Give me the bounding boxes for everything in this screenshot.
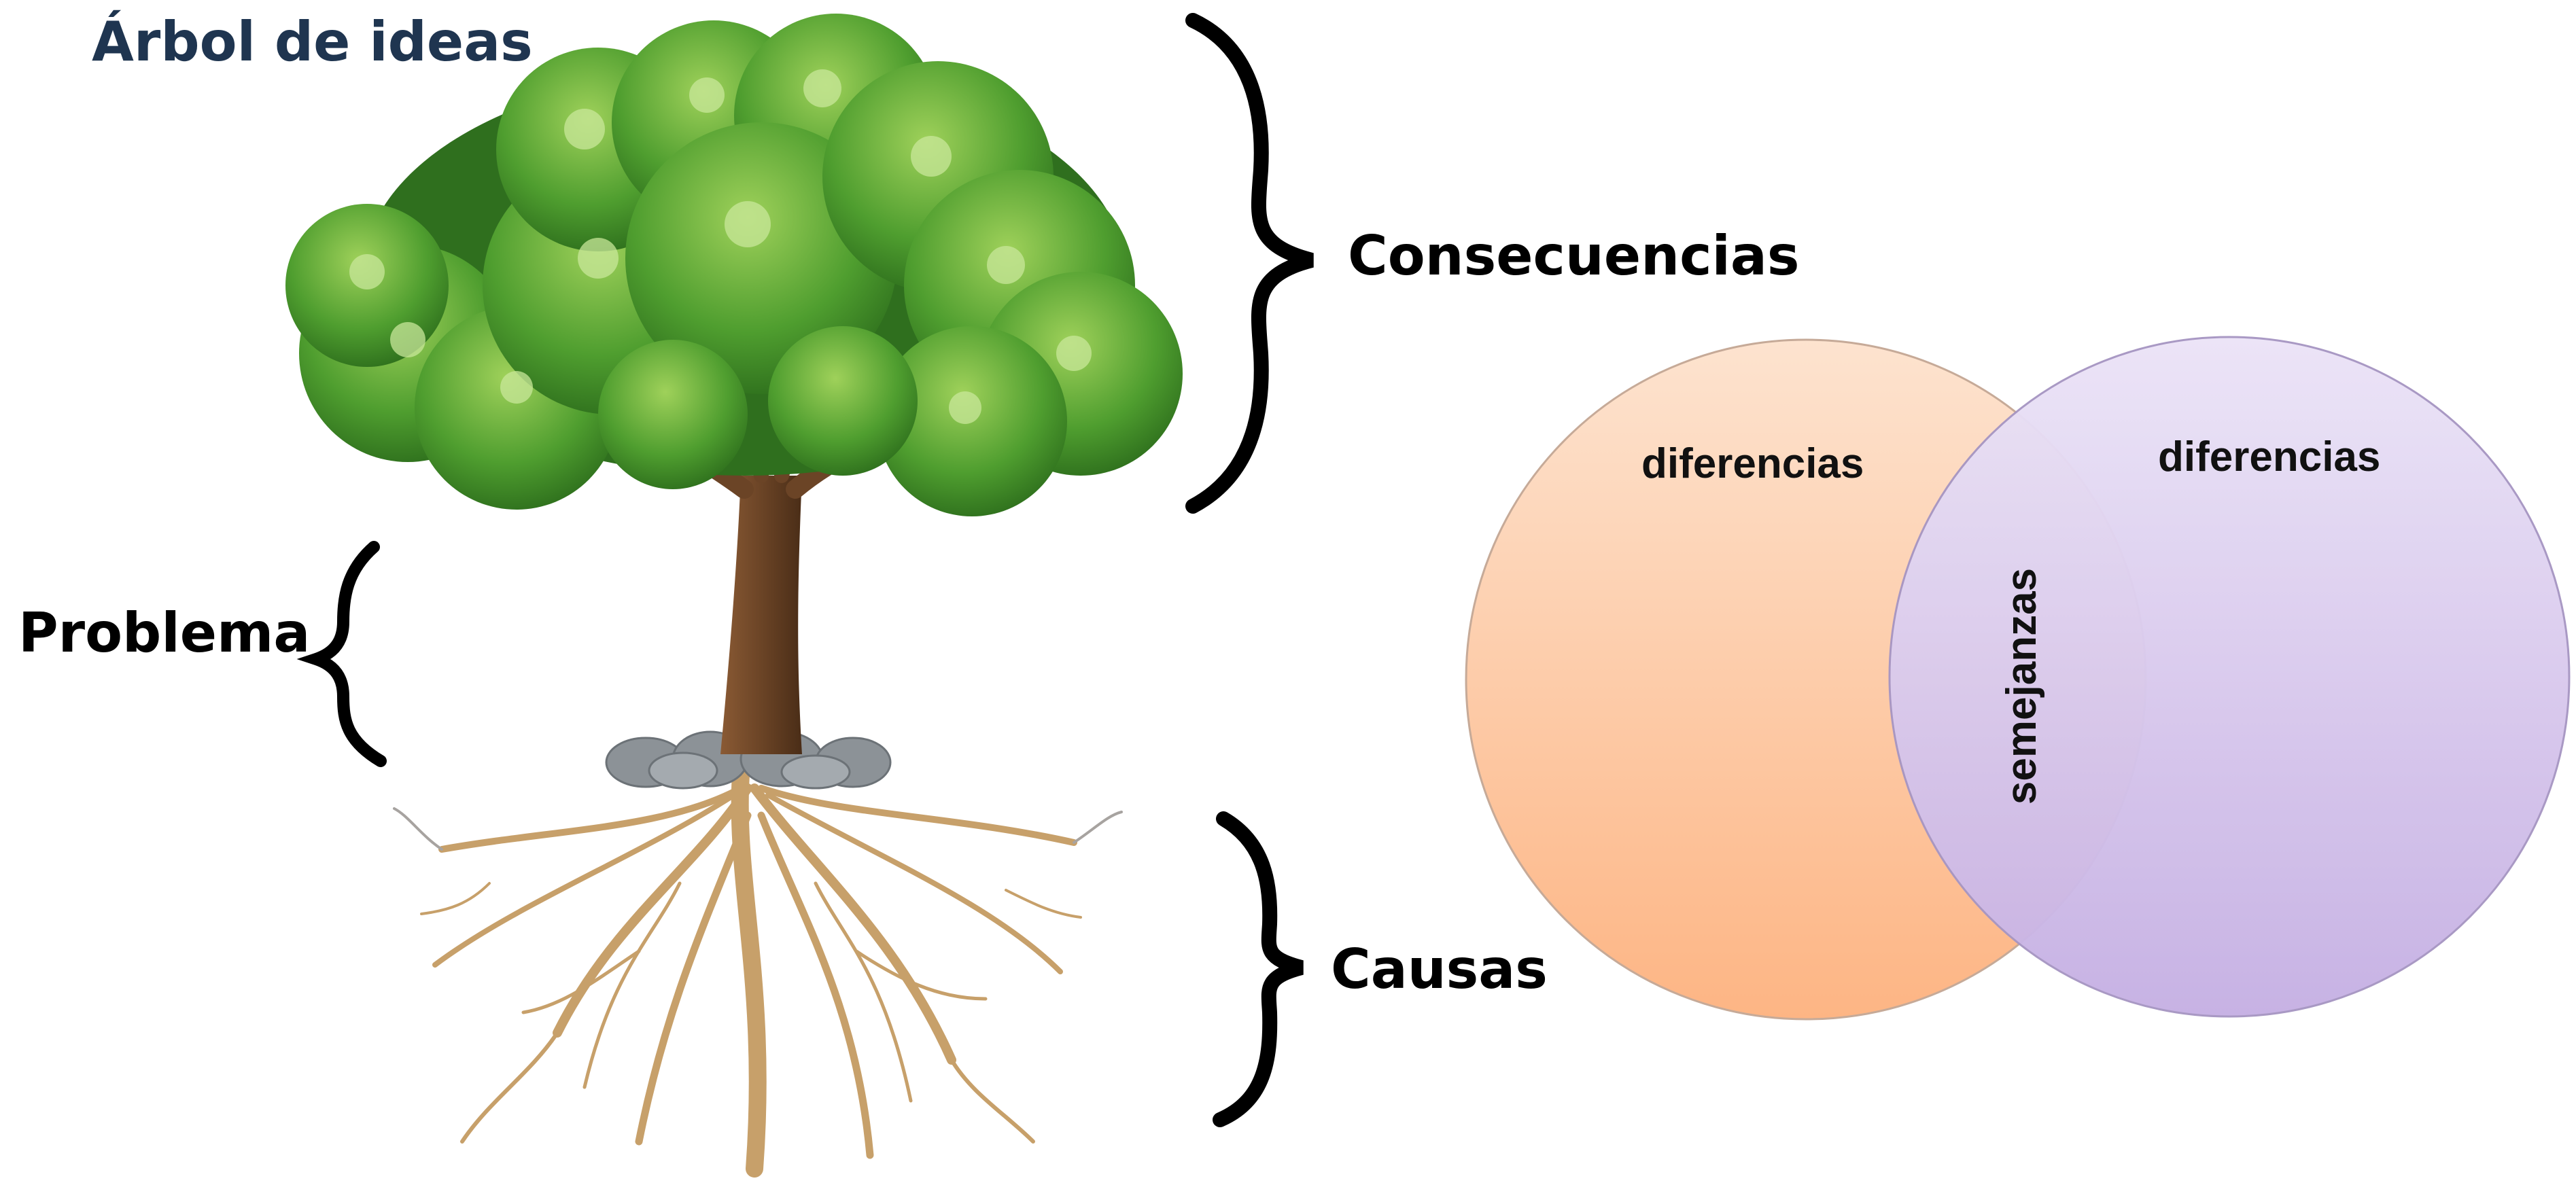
label-causas: Causas (1331, 938, 1548, 1001)
stones (605, 730, 892, 790)
venn-circle-right (1888, 336, 2571, 1018)
label-problema: Problema (18, 601, 311, 665)
brace-problema (296, 541, 387, 767)
venn-overlap-label: semejanzas (1998, 567, 2045, 805)
tree-roots (393, 766, 1123, 1178)
page-title: Árbol de ideas (92, 10, 533, 73)
brace-causas (1213, 811, 1304, 1127)
label-consecuencias: Consecuencias (1348, 224, 1800, 287)
venn-diagram (1465, 336, 2571, 1021)
brace-consecuencias (1185, 13, 1314, 514)
tree-foliage (285, 14, 1183, 516)
venn-left-label: diferencias (1641, 440, 1864, 487)
venn-right-label: diferencias (2158, 434, 2381, 480)
